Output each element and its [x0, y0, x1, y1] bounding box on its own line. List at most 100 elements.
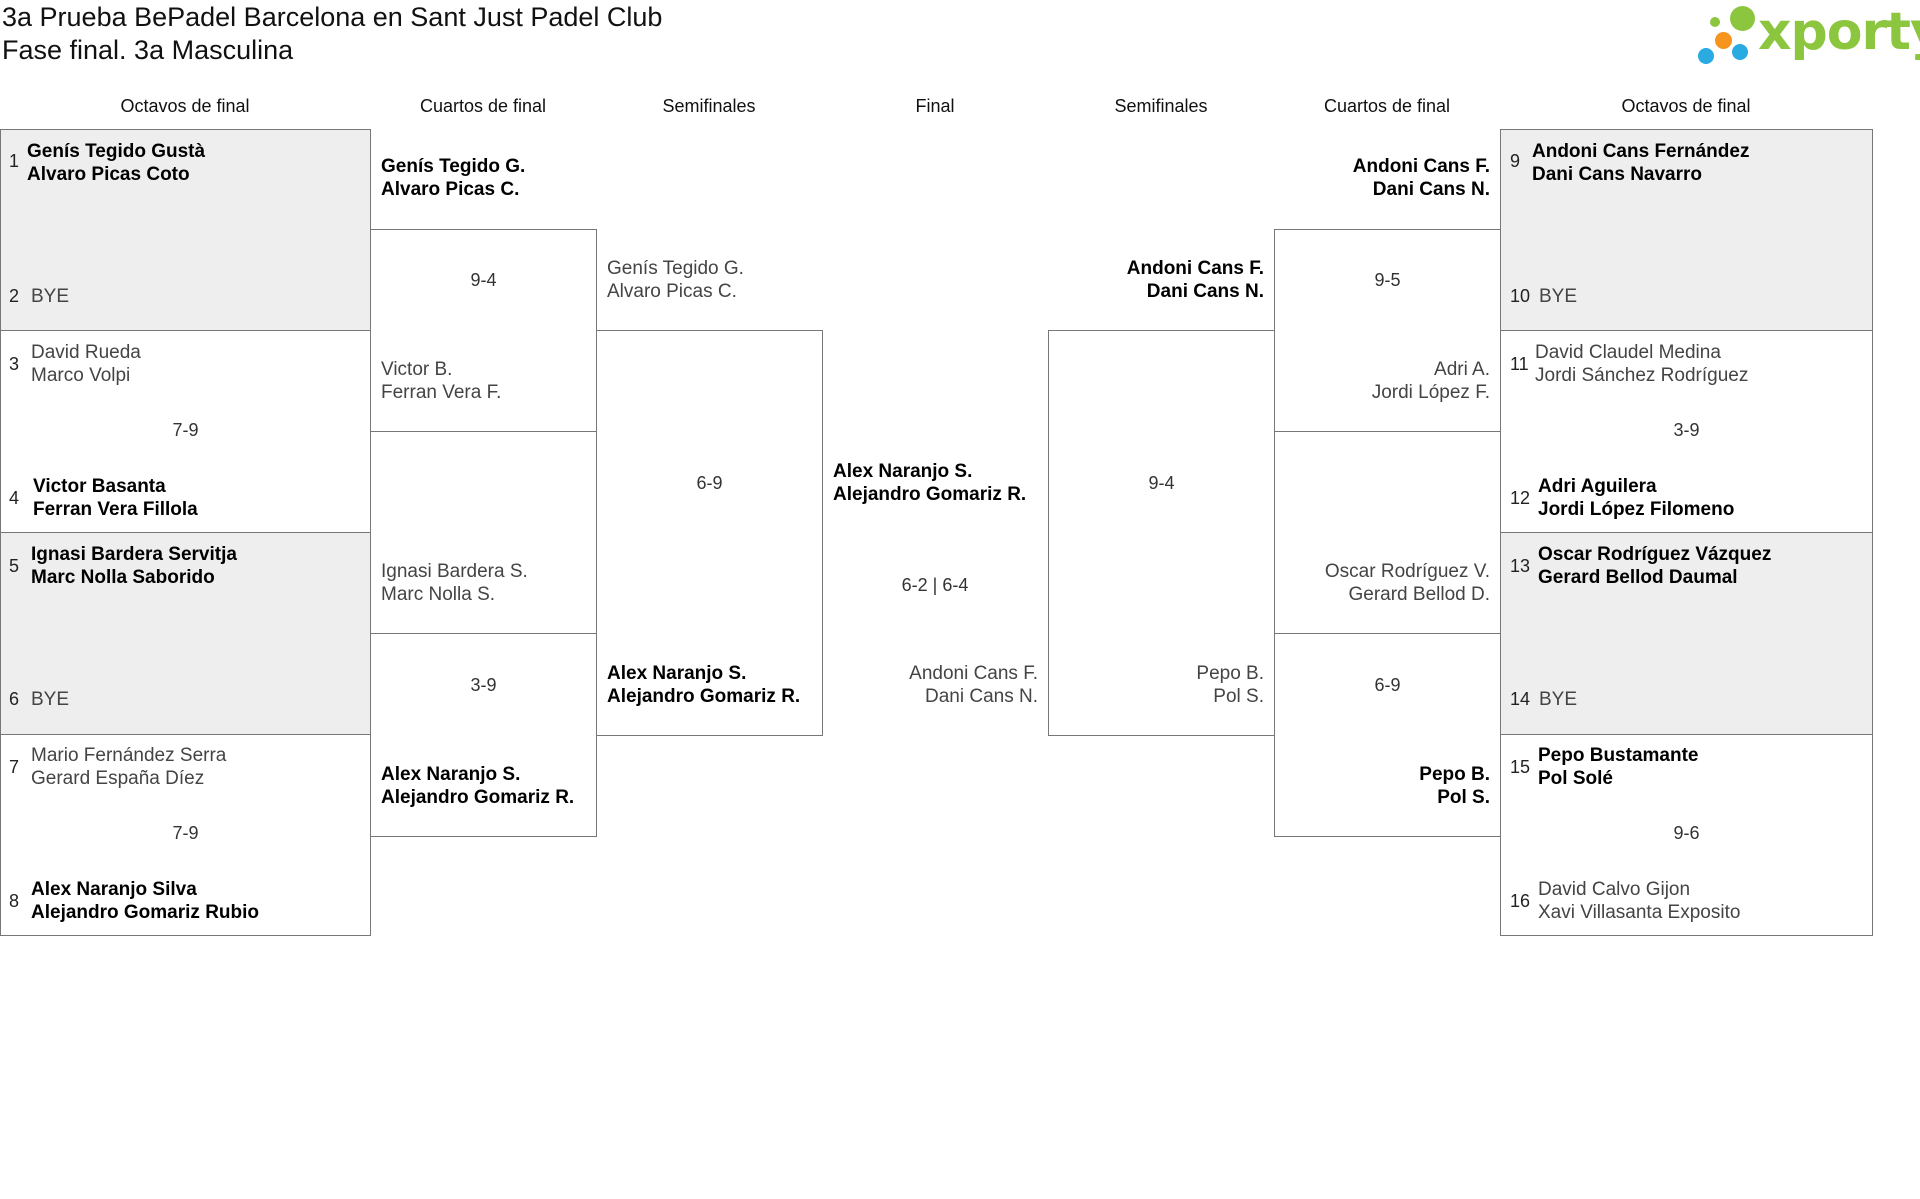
logo-dot-blue-2: [1732, 44, 1748, 60]
match-score: 3-9: [470, 675, 497, 695]
team-name-line1: Victor Basanta: [33, 476, 166, 497]
match-score: 9-4: [1148, 473, 1175, 493]
bye-label: BYE: [31, 689, 70, 710]
logo-dot-orange: [1715, 32, 1732, 49]
seed-number: 7: [9, 757, 20, 777]
team-name-line2: Gerard Bellod Daumal: [1538, 567, 1738, 588]
sf-right-match: [1048, 330, 1275, 736]
team-name-line1: Genís Tegido Gustà: [27, 141, 206, 162]
seed-number: 11: [1510, 354, 1529, 374]
team-name-line1: Genís Tegido G.: [381, 156, 526, 177]
team-name-line2: Alvaro Picas C.: [607, 281, 737, 302]
round-header-qf-right: Cuartos de final: [1323, 96, 1451, 116]
match-score: 9-5: [1374, 270, 1401, 290]
team-name-line2: Marc Nolla Saborido: [31, 567, 215, 588]
match-score: 6-9: [1374, 675, 1401, 695]
match-score: 7-9: [172, 823, 199, 843]
r16-left-match-1: [0, 129, 371, 331]
match-score: 7-9: [172, 420, 199, 440]
final-runnerup-line1: Andoni Cans F.: [909, 663, 1038, 684]
team-name-line1: David Claudel Medina: [1535, 342, 1721, 363]
match-score: 9-4: [470, 270, 497, 290]
final-winner-line1: Alex Naranjo S.: [833, 461, 973, 482]
logo-text: xporty: [1758, 2, 1920, 62]
seed-number: 2: [9, 286, 20, 306]
team-name-line2: Pol S.: [1437, 787, 1490, 808]
team-name-line1: Andoni Cans Fernández: [1532, 141, 1750, 162]
team-name-line2: Gerard España Díez: [31, 768, 205, 789]
team-name-line1: Pepo B.: [1419, 764, 1490, 785]
match-score: 3-9: [1673, 420, 1700, 440]
page-subtitle: Fase final. 3a Masculina: [2, 35, 294, 65]
team-name-line2: Dani Cans N.: [1146, 281, 1264, 302]
team-name-line2: Ferran Vera F.: [381, 382, 502, 403]
page-title: 3a Prueba BePadel Barcelona en Sant Just…: [2, 2, 663, 32]
round-header-qf-left: Cuartos de final: [419, 96, 547, 116]
team-name-line2: Marc Nolla S.: [381, 584, 496, 605]
team-name-line1: David Calvo Gijon: [1538, 879, 1691, 900]
team-name-line1: Alex Naranjo Silva: [31, 879, 197, 900]
team-name-line1: Andoni Cans F.: [1352, 156, 1490, 177]
round-header-final: Final: [915, 96, 955, 116]
team-name-line1: Genís Tegido G.: [607, 258, 744, 279]
r16-right-match-1: [1500, 129, 1873, 331]
seed-number: 5: [9, 556, 20, 576]
team-name-line1: Pepo B.: [1196, 663, 1264, 684]
team-name-line1: Pepo Bustamante: [1538, 745, 1699, 766]
round-header-r16-right: Octavos de final: [1621, 96, 1751, 116]
team-name-line2: Jordi López Filomeno: [1538, 499, 1735, 520]
logo-dot-green-small: [1710, 17, 1720, 27]
xporty-logo: xporty: [1698, 2, 1920, 70]
logo-dot-green: [1730, 6, 1755, 31]
team-name-line2: Gerard Bellod D.: [1348, 584, 1490, 605]
team-name-line2: Jordi López F.: [1371, 382, 1490, 403]
seed-number: 14: [1510, 689, 1531, 709]
team-name-line2: Xavi Villasanta Exposito: [1538, 902, 1741, 923]
seed-number: 9: [1510, 151, 1521, 171]
team-name-line2: Ferran Vera Fillola: [33, 499, 198, 520]
team-name-line1: Ignasi Bardera S.: [381, 561, 528, 582]
sf-left-match: [596, 330, 823, 736]
team-name-line1: David Rueda: [31, 342, 141, 363]
team-name-line1: Alex Naranjo S.: [381, 764, 521, 785]
team-name-line2: Alejandro Gomariz Rubio: [31, 902, 260, 923]
team-name-line2: Marco Volpi: [31, 365, 131, 386]
seed-number: 12: [1510, 488, 1531, 508]
team-name-line2: Alejandro Gomariz R.: [607, 686, 801, 707]
team-name-line1: Adri Aguilera: [1538, 476, 1657, 497]
team-name-line2: Dani Cans N.: [1372, 179, 1490, 200]
team-name-line2: Alvaro Picas Coto: [27, 164, 190, 185]
team-name-line2: Pol Solé: [1538, 768, 1613, 789]
logo-dot-blue: [1698, 48, 1714, 64]
final-winner-line2: Alejandro Gomariz R.: [833, 484, 1027, 505]
team-name-line2: Jordi Sánchez Rodríguez: [1535, 365, 1749, 386]
r16-left-match-3: [0, 532, 371, 735]
team-name-line1: Adri A.: [1434, 359, 1490, 380]
team-name-line1: Oscar Rodríguez V.: [1324, 561, 1490, 582]
seed-number: 1: [9, 151, 20, 171]
seed-number: 16: [1510, 891, 1531, 911]
team-name-line1: Mario Fernández Serra: [31, 745, 227, 766]
team-name-line1: Alex Naranjo S.: [607, 663, 747, 684]
seed-number: 6: [9, 689, 20, 709]
team-name-line1: Oscar Rodríguez Vázquez: [1538, 544, 1772, 565]
bye-label: BYE: [1539, 689, 1578, 710]
round-header-r16-left: Octavos de final: [120, 96, 250, 116]
bye-label: BYE: [1539, 286, 1578, 307]
team-name-line1: Victor B.: [381, 359, 453, 380]
bye-label: BYE: [31, 286, 70, 307]
team-name-line2: Alejandro Gomariz R.: [381, 787, 575, 808]
team-name-line2: Dani Cans Navarro: [1532, 164, 1703, 185]
seed-number: 13: [1510, 556, 1531, 576]
team-name-line2: Alvaro Picas C.: [381, 179, 520, 200]
seed-number: 3: [9, 354, 20, 374]
team-name-line2: Pol S.: [1213, 686, 1264, 707]
seed-number: 8: [9, 891, 20, 911]
match-score: 6-9: [696, 473, 723, 493]
team-name-line1: Andoni Cans F.: [1126, 258, 1264, 279]
round-header-sf-right: Semifinales: [1114, 96, 1208, 116]
seed-number: 15: [1510, 757, 1531, 777]
final-score: 6-2 | 6-4: [901, 575, 969, 595]
team-name-line1: Ignasi Bardera Servitja: [31, 544, 237, 565]
seed-number: 4: [9, 488, 20, 508]
